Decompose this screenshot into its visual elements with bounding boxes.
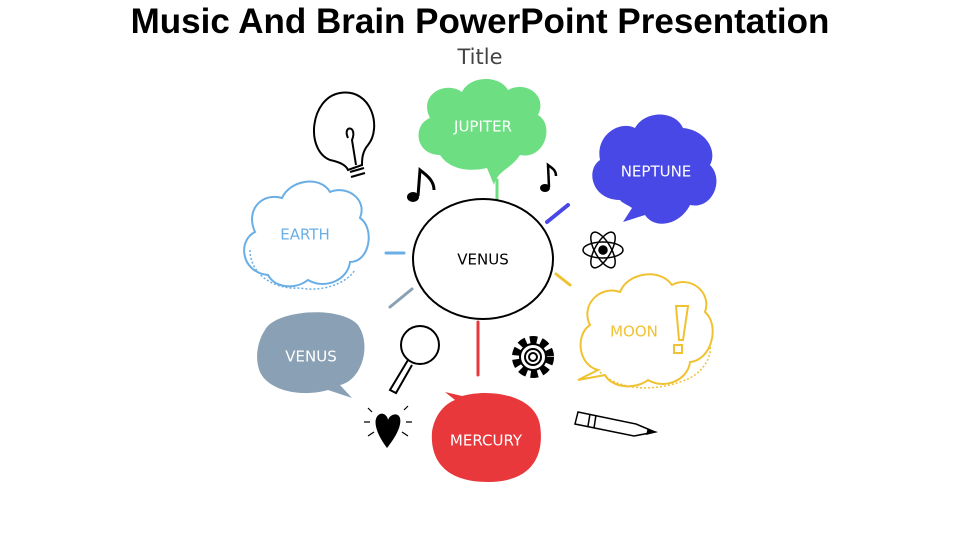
jupiter-label: JUPITER bbox=[453, 118, 512, 136]
atom-icon bbox=[582, 231, 624, 269]
heart-icon bbox=[364, 405, 412, 448]
connector-venus bbox=[388, 287, 414, 309]
connector-neptune bbox=[545, 203, 570, 224]
node-mercury[interactable]: MERCURY bbox=[431, 392, 541, 482]
node-earth[interactable]: EARTH bbox=[243, 180, 370, 290]
center-label: VENUS bbox=[457, 251, 508, 269]
page-subtitle: Title bbox=[457, 45, 503, 69]
venus-label: VENUS bbox=[285, 348, 336, 366]
pencil-icon bbox=[574, 411, 658, 437]
center-node[interactable]: VENUS bbox=[412, 198, 554, 320]
connector-moon bbox=[554, 272, 572, 287]
gear-icon bbox=[512, 336, 554, 378]
moon-label: MOON bbox=[610, 323, 658, 341]
page-title: Music And Brain PowerPoint Presentation bbox=[130, 2, 830, 41]
lightbulb-icon bbox=[313, 91, 376, 178]
music-note-icon bbox=[540, 162, 558, 192]
magnifying-glass-icon bbox=[388, 325, 440, 395]
neptune-label: NEPTUNE bbox=[621, 163, 692, 181]
earth-label: EARTH bbox=[280, 226, 330, 244]
node-moon[interactable]: MOON bbox=[577, 273, 714, 389]
music-note-icon bbox=[407, 166, 436, 202]
node-neptune[interactable]: NEPTUNE bbox=[592, 114, 717, 224]
node-venus[interactable]: VENUS bbox=[257, 312, 365, 398]
exclamation-icon bbox=[673, 305, 690, 354]
node-jupiter[interactable]: JUPITER bbox=[418, 78, 547, 185]
mercury-label: MERCURY bbox=[450, 432, 523, 450]
